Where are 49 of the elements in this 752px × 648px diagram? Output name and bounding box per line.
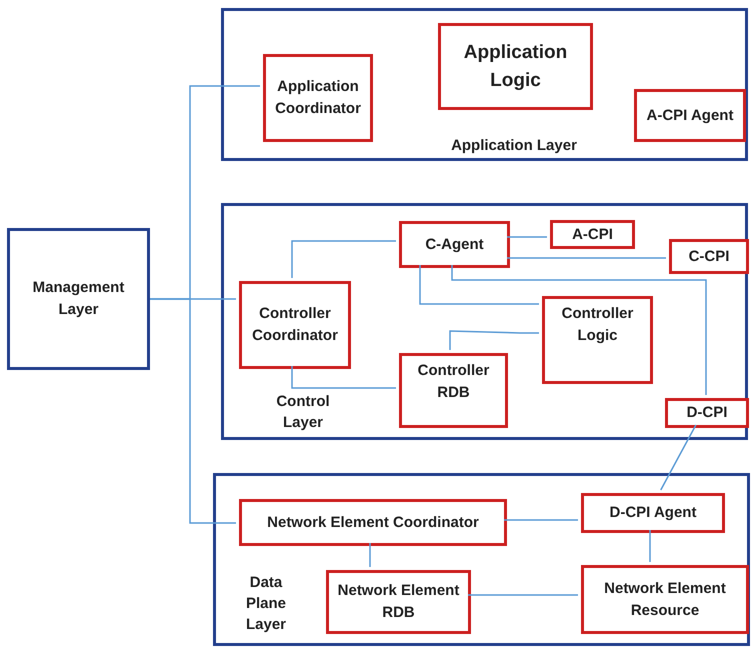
connector-line	[660, 424, 697, 490]
connector-line	[291, 240, 396, 278]
component-box	[665, 398, 749, 428]
box-label: D-CPI Agent	[610, 503, 696, 524]
box-label: A-CPI Agent	[646, 106, 734, 126]
component-box	[399, 353, 508, 428]
box-label: Controller RDB	[416, 361, 490, 403]
component-box	[581, 565, 749, 634]
box-label: Management Layer	[32, 278, 126, 320]
layer-box	[7, 228, 150, 370]
connector-line	[291, 366, 396, 389]
component-box	[263, 54, 373, 142]
connector-line	[451, 265, 707, 395]
box-label: Network Element Resource	[603, 578, 727, 620]
layer-label: Data Plane Layer	[244, 573, 288, 635]
connector-line	[468, 594, 578, 596]
connector-line	[419, 265, 539, 305]
component-box	[239, 499, 507, 546]
connector-line	[150, 298, 236, 524]
box-label: D-CPI	[686, 403, 728, 424]
box-label: Application Coordinator	[274, 77, 362, 119]
component-box	[669, 239, 749, 274]
connector-line	[449, 330, 539, 350]
box-label: Controller Coordinator	[251, 304, 339, 346]
box-label: Application Logic	[462, 40, 568, 92]
box-label: A-CPI	[572, 224, 613, 245]
component-box	[239, 281, 351, 369]
box-label: Network Element Coordinator	[267, 512, 479, 533]
layer-container	[221, 8, 748, 161]
connector-line	[507, 257, 666, 259]
layer-container	[221, 203, 748, 440]
component-box	[581, 493, 725, 533]
box-label: Controller Logic	[560, 304, 634, 346]
connector-line	[369, 543, 371, 567]
connector-line	[504, 519, 578, 521]
box-label: C-Agent	[425, 234, 484, 255]
box-label: C-CPI	[688, 246, 730, 267]
component-box	[634, 89, 746, 142]
layer-label: Control Layer	[275, 392, 331, 433]
component-box	[399, 221, 510, 268]
box-label: Network Element RDB	[336, 581, 460, 623]
connector-line	[507, 236, 547, 238]
component-box	[542, 296, 653, 384]
connector-line	[649, 530, 651, 562]
component-box	[326, 570, 471, 634]
component-box	[438, 23, 593, 110]
layer-label: Application Layer	[450, 136, 578, 156]
layer-container	[213, 473, 750, 646]
component-box	[550, 220, 635, 249]
